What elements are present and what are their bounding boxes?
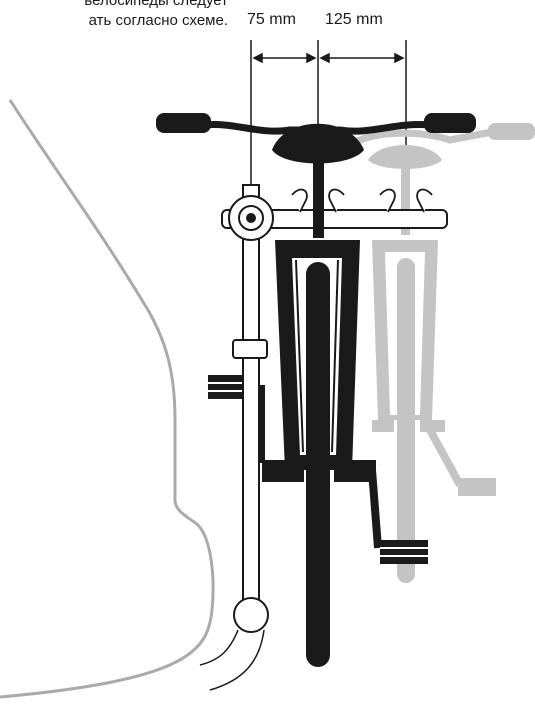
double-arrow-icon <box>319 52 405 64</box>
frame-holder-right <box>379 188 396 213</box>
foreground-bike <box>156 113 476 667</box>
frame-holder-left <box>328 188 345 213</box>
rack-mast <box>242 184 260 606</box>
fg-crank-arm <box>258 385 265 463</box>
fg-grip-left <box>156 113 211 133</box>
fg-saddle <box>272 123 364 164</box>
caption-line-1: велосипеды следует <box>84 0 228 9</box>
bg-pedal <box>458 478 496 496</box>
rack-lower-clamp <box>232 339 268 359</box>
rack <box>199 184 448 691</box>
dimension-label-left: 75 mm <box>247 11 296 28</box>
caption-line-2: ать согласно схеме. <box>88 12 228 29</box>
fg-pedal <box>380 540 428 564</box>
bg-saddle <box>368 145 442 169</box>
dimension-lines <box>250 40 407 195</box>
tow-bar <box>209 629 265 691</box>
rack-strap-pad <box>208 375 242 399</box>
fg-crank <box>368 469 382 549</box>
rack-clamp-knob-icon <box>228 195 274 241</box>
tow-bar <box>199 629 239 666</box>
fg-fork-stroke <box>331 259 339 453</box>
bg-handlebar <box>326 128 496 154</box>
fg-stem <box>313 150 324 238</box>
bg-grip <box>488 123 535 140</box>
bg-stem <box>401 165 410 235</box>
background-bike <box>326 123 535 583</box>
bg-chainstay <box>420 420 445 432</box>
frame-holder-right <box>416 188 433 213</box>
fg-chainring-left <box>262 460 304 482</box>
fg-wheel <box>306 262 330 667</box>
fg-fork-stroke <box>295 259 304 453</box>
bg-wheel <box>397 258 415 583</box>
bg-chainring <box>372 420 394 432</box>
car-rear-outline <box>0 99 215 699</box>
bg-crank <box>426 428 464 487</box>
instruction-caption: велосипеды следует ать согласно схеме. <box>0 0 228 31</box>
frame-holders <box>291 188 433 213</box>
fg-grip-right <box>424 113 476 133</box>
tow-ball <box>233 597 269 633</box>
frame-holder-left <box>291 188 308 213</box>
fg-chainring-right <box>334 460 376 482</box>
dimension-label-right: 125 mm <box>325 11 383 28</box>
double-arrow-icon <box>252 52 317 64</box>
